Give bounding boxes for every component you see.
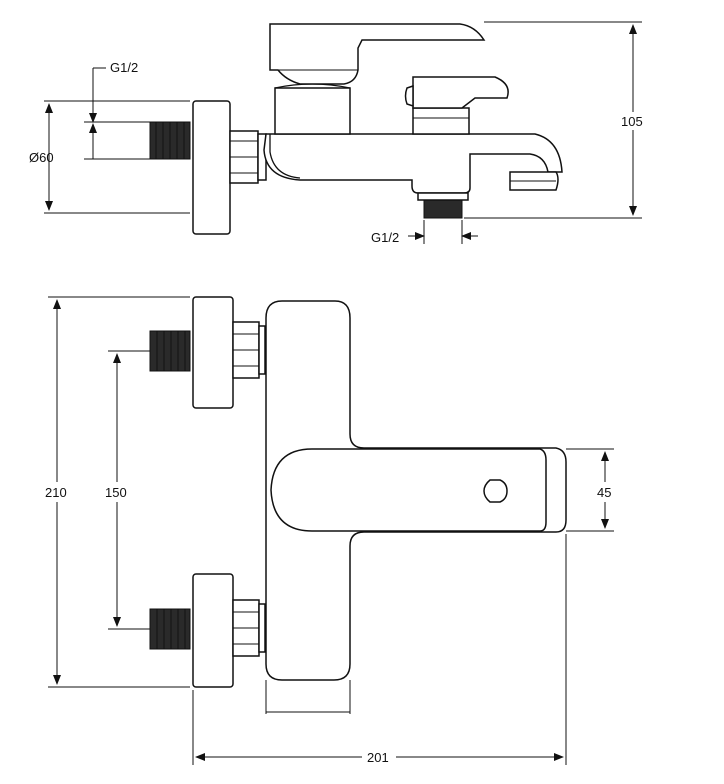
wall-flange [192, 100, 231, 235]
dim-overall-height: 210 [42, 296, 190, 688]
lever-front [270, 448, 547, 532]
thread-outlet-label: G1/2 [371, 230, 399, 245]
diameter-label: Ø60 [29, 150, 54, 165]
bottom-inlet-thread [149, 608, 191, 650]
side-view: Ø60 G1/2 G1/2 105 [29, 21, 648, 245]
front-view: 210 150 45 201 [42, 296, 618, 766]
handle-height-label: 45 [597, 485, 611, 500]
dim-overall-width: 201 [192, 534, 567, 766]
top-flange [192, 296, 234, 409]
inlet-thread [149, 121, 191, 160]
bottom-hex-connector [232, 599, 266, 657]
centers-label: 150 [105, 485, 127, 500]
thread-inlet-label: G1/2 [110, 60, 138, 75]
height-label: 105 [621, 114, 643, 129]
spout-body [263, 133, 563, 194]
top-hex-connector [232, 321, 266, 379]
dim-height: 105 [464, 21, 648, 219]
overall-width-label: 201 [367, 750, 389, 765]
dim-inlet-thread: G1/2 [84, 60, 150, 160]
dim-handle-height: 45 [566, 448, 618, 532]
dim-outlet-thread: G1/2 [371, 220, 478, 245]
cartridge-body [274, 87, 351, 135]
overall-height-label: 210 [45, 485, 67, 500]
dim-diameter: Ø60 [29, 100, 190, 214]
top-inlet-thread [149, 330, 191, 372]
mixer-lever [269, 23, 486, 85]
diverter-knob-front [483, 479, 508, 503]
outlet-thread [417, 192, 469, 219]
bottom-flange [192, 573, 234, 688]
dim-centers: 150 [102, 350, 150, 630]
eccentric-connector [229, 130, 267, 184]
diverter-knob [404, 76, 509, 135]
